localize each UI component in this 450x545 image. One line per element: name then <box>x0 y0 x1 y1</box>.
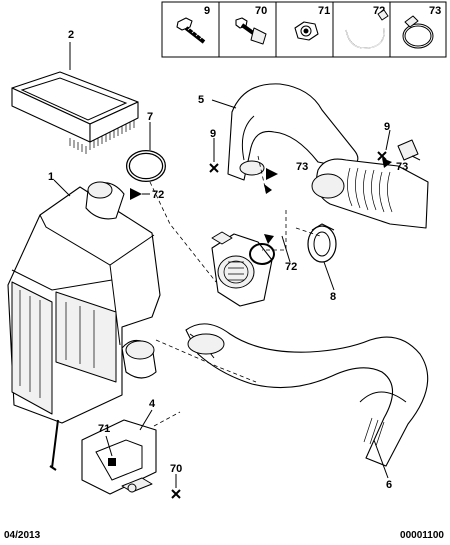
callout-73-upper[interactable]: 73 <box>296 161 308 173</box>
fastener-markers <box>171 151 387 499</box>
arrow-73-right <box>382 158 392 168</box>
callout-8[interactable]: 8 <box>330 291 336 303</box>
legend-ref-73: 73 <box>429 5 441 17</box>
callout-70[interactable]: 70 <box>170 463 182 475</box>
legend-item-73[interactable]: 73 <box>402 5 441 49</box>
clip-arrows <box>130 158 392 244</box>
callout-2[interactable]: 2 <box>68 29 74 41</box>
upper-air-duct[interactable] <box>227 83 429 229</box>
callout-9-left[interactable]: 9 <box>210 128 216 140</box>
seal-ring[interactable] <box>126 150 166 182</box>
arrow-73-upper <box>266 168 278 180</box>
screw-icon <box>176 17 206 44</box>
callout-6[interactable]: 6 <box>386 479 392 491</box>
hose-clamp-icon <box>402 15 434 49</box>
legend-strip: 9 70 71 72 <box>161 1 447 58</box>
callout-72-sensor[interactable]: 72 <box>285 261 297 273</box>
screw-marker-right <box>377 151 387 161</box>
leader-lines <box>53 42 391 488</box>
footer-code: 00001100 <box>400 530 444 541</box>
legend-ref-9: 9 <box>204 5 210 17</box>
legend-item-72[interactable]: 72 <box>345 5 389 49</box>
screw-marker-bracket <box>171 489 181 499</box>
arrow-72-filter <box>130 188 142 200</box>
legend-ref-70: 70 <box>255 5 267 17</box>
air-filter-housing[interactable] <box>7 181 161 471</box>
legend-item-70[interactable]: 70 <box>235 5 267 45</box>
airflow-sensor[interactable] <box>211 231 275 307</box>
hose-clip-icon <box>345 9 389 49</box>
air-filter-element[interactable] <box>11 71 139 154</box>
callout-9-right[interactable]: 9 <box>384 121 390 133</box>
callout-71[interactable]: 71 <box>98 423 110 435</box>
legend-ref-71: 71 <box>318 5 330 17</box>
duct-seal[interactable] <box>307 223 337 263</box>
mounting-bracket[interactable] <box>81 419 157 495</box>
callout-73-right[interactable]: 73 <box>396 161 408 173</box>
nut-icon <box>294 21 319 41</box>
callout-5[interactable]: 5 <box>198 94 204 106</box>
lower-air-duct[interactable] <box>185 323 429 467</box>
legend-item-9[interactable]: 9 <box>176 5 210 44</box>
arrow-72-sensor <box>264 234 274 244</box>
bolt-icon <box>235 17 267 45</box>
callout-7[interactable]: 7 <box>147 111 153 123</box>
callout-1[interactable]: 1 <box>48 171 54 183</box>
callout-72-filter[interactable]: 72 <box>152 189 164 201</box>
legend-item-71[interactable]: 71 <box>294 5 330 41</box>
callout-4[interactable]: 4 <box>149 398 156 410</box>
footer-date: 04/2013 <box>4 530 41 541</box>
screw-marker-left <box>209 163 219 173</box>
nut-marker <box>108 458 116 466</box>
